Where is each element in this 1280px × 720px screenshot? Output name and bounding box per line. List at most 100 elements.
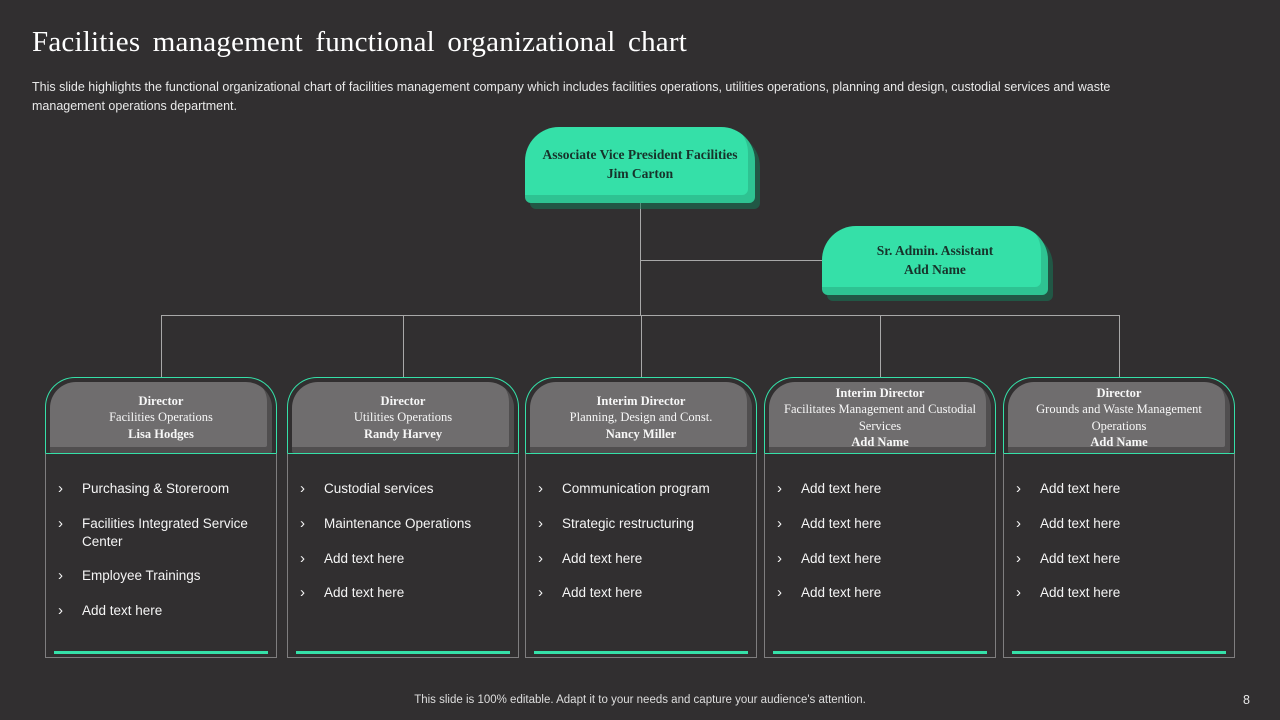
chevron-bullet-icon: › xyxy=(58,567,63,585)
list-item: › Strategic restructuring xyxy=(538,515,750,533)
slide-title: Facilities management functional organiz… xyxy=(32,26,687,58)
list-item: › Add text here xyxy=(300,584,512,602)
connector-drop-3 xyxy=(641,315,642,377)
dept-label: Grounds and Waste Management Operations xyxy=(1036,402,1202,433)
list-item: › Communication program xyxy=(538,480,750,498)
chevron-bullet-icon: › xyxy=(777,584,782,602)
list-item-text: Purchasing & Storeroom xyxy=(82,481,230,496)
person-label: Nancy Miller xyxy=(605,426,677,441)
role-label: Director xyxy=(1096,386,1142,400)
department-column-grounds-waste: Director Grounds and Waste Management Op… xyxy=(1003,377,1235,658)
chevron-bullet-icon: › xyxy=(300,584,305,602)
list-item-text: Add text here xyxy=(562,550,643,566)
list-item-text: Custodial services xyxy=(324,481,434,496)
department-list: › Purchasing & Storeroom › Facilities In… xyxy=(45,453,277,658)
role-label: Interim Director xyxy=(596,394,686,409)
chevron-bullet-icon: › xyxy=(538,549,543,567)
list-item-text: Add text here xyxy=(801,481,882,496)
department-column-facilities-operations: Director Facilities Operations Lisa Hodg… xyxy=(45,377,277,658)
list-item-text: Add text here xyxy=(324,550,405,566)
page-number: 8 xyxy=(1243,693,1250,707)
chevron-bullet-icon: › xyxy=(300,480,305,497)
chevron-bullet-icon: › xyxy=(538,480,543,497)
assistant-name: Add Name xyxy=(904,261,966,277)
list-item-text: Add text here xyxy=(1040,515,1121,531)
chevron-bullet-icon: › xyxy=(1016,549,1021,567)
list-item-text: Add text here xyxy=(801,585,882,601)
list-item: › Add text here xyxy=(777,550,989,568)
assistant-title: Sr. Admin. Assistant xyxy=(876,242,994,258)
department-column-utilities-operations: Director Utilities Operations Randy Harv… xyxy=(287,377,519,658)
department-list: › Add text here › Add text here › Add te… xyxy=(764,453,996,658)
list-item-text: Add text here xyxy=(82,603,163,619)
list-item: › Add text here xyxy=(777,515,989,533)
chevron-bullet-icon: › xyxy=(1016,480,1021,497)
list-item-text: Communication program xyxy=(562,481,710,496)
chevron-bullet-icon: › xyxy=(1016,514,1021,532)
list-item: › Add text here xyxy=(1016,584,1228,602)
chevron-bullet-icon: › xyxy=(538,584,543,602)
department-list: › Custodial services › Maintenance Opera… xyxy=(287,453,519,658)
department-header: Director Utilities Operations Randy Harv… xyxy=(287,377,519,453)
person-label: Add Name xyxy=(851,434,909,449)
chevron-bullet-icon: › xyxy=(58,602,63,620)
list-item: › Purchasing & Storeroom xyxy=(58,480,270,498)
list-item-text: Facilities Integrated Service Center xyxy=(82,515,248,549)
list-item: › Add text here xyxy=(538,584,750,602)
list-item-text: Employee Trainings xyxy=(82,568,201,584)
list-item: › Add text here xyxy=(1016,515,1228,533)
chevron-bullet-icon: › xyxy=(1016,584,1021,602)
list-item: › Add text here xyxy=(1016,550,1228,568)
department-header: Director Grounds and Waste Management Op… xyxy=(1003,377,1235,453)
person-label: Randy Harvey xyxy=(363,426,443,441)
list-item: › Employee Trainings xyxy=(58,567,270,585)
dept-label: Facilitates Management and Custodial Ser… xyxy=(784,402,976,433)
list-item-text: Add text here xyxy=(801,550,882,566)
chevron-bullet-icon: › xyxy=(538,514,543,532)
chevron-bullet-icon: › xyxy=(300,514,305,532)
list-item: › Add text here xyxy=(300,550,512,568)
list-item-text: Add text here xyxy=(562,585,643,601)
slide-description: This slide highlights the functional org… xyxy=(32,80,1111,114)
connector-drop-2 xyxy=(403,315,404,377)
chevron-bullet-icon: › xyxy=(58,480,63,497)
connector-drop-1 xyxy=(161,315,162,377)
list-item: › Custodial services xyxy=(300,480,512,498)
list-item: › Add text here xyxy=(538,550,750,568)
department-column-facilitates-custodial: Interim Director Facilitates Management … xyxy=(764,377,996,658)
person-label: Lisa Hodges xyxy=(128,426,194,441)
list-item: › Add text here xyxy=(1016,480,1228,498)
connector-assistant xyxy=(640,260,822,261)
list-item: › Facilities Integrated Service Center xyxy=(58,515,270,551)
department-column-planning-design: Interim Director Planning, Design and Co… xyxy=(525,377,757,658)
chevron-bullet-icon: › xyxy=(300,549,305,567)
chevron-bullet-icon: › xyxy=(777,549,782,567)
person-label: Add Name xyxy=(1090,434,1148,449)
dept-label: Facilities Operations xyxy=(109,410,213,425)
department-list: › Communication program › Strategic rest… xyxy=(525,453,757,658)
dept-label: Utilities Operations xyxy=(353,410,453,425)
connector-root-stem xyxy=(640,203,641,315)
role-label: Director xyxy=(138,394,184,409)
connector-bus xyxy=(161,315,1119,316)
chevron-bullet-icon: › xyxy=(58,514,63,532)
department-header: Director Facilities Operations Lisa Hodg… xyxy=(45,377,277,453)
department-header: Interim Director Planning, Design and Co… xyxy=(525,377,757,453)
list-item-text: Add text here xyxy=(1040,481,1121,496)
list-item-text: Add text here xyxy=(1040,550,1121,566)
assistant-box: Sr. Admin. Assistant Add Name xyxy=(822,226,1048,295)
root-box: Associate Vice President Facilities Jim … xyxy=(525,127,755,203)
list-item-text: Maintenance Operations xyxy=(324,515,472,531)
list-item-text: Strategic restructuring xyxy=(562,515,695,531)
list-item: › Add text here xyxy=(777,584,989,602)
list-item: › Add text here xyxy=(58,602,270,620)
list-item-text: Add text here xyxy=(1040,585,1121,601)
role-label: Director xyxy=(380,394,426,409)
department-header: Interim Director Facilitates Management … xyxy=(764,377,996,453)
department-list: › Add text here › Add text here › Add te… xyxy=(1003,453,1235,658)
role-label: Interim Director xyxy=(835,386,925,400)
root-title: Associate Vice President Facilities xyxy=(542,147,738,163)
root-name: Jim Carton xyxy=(606,166,674,181)
dept-label: Planning, Design and Const. xyxy=(569,410,713,425)
